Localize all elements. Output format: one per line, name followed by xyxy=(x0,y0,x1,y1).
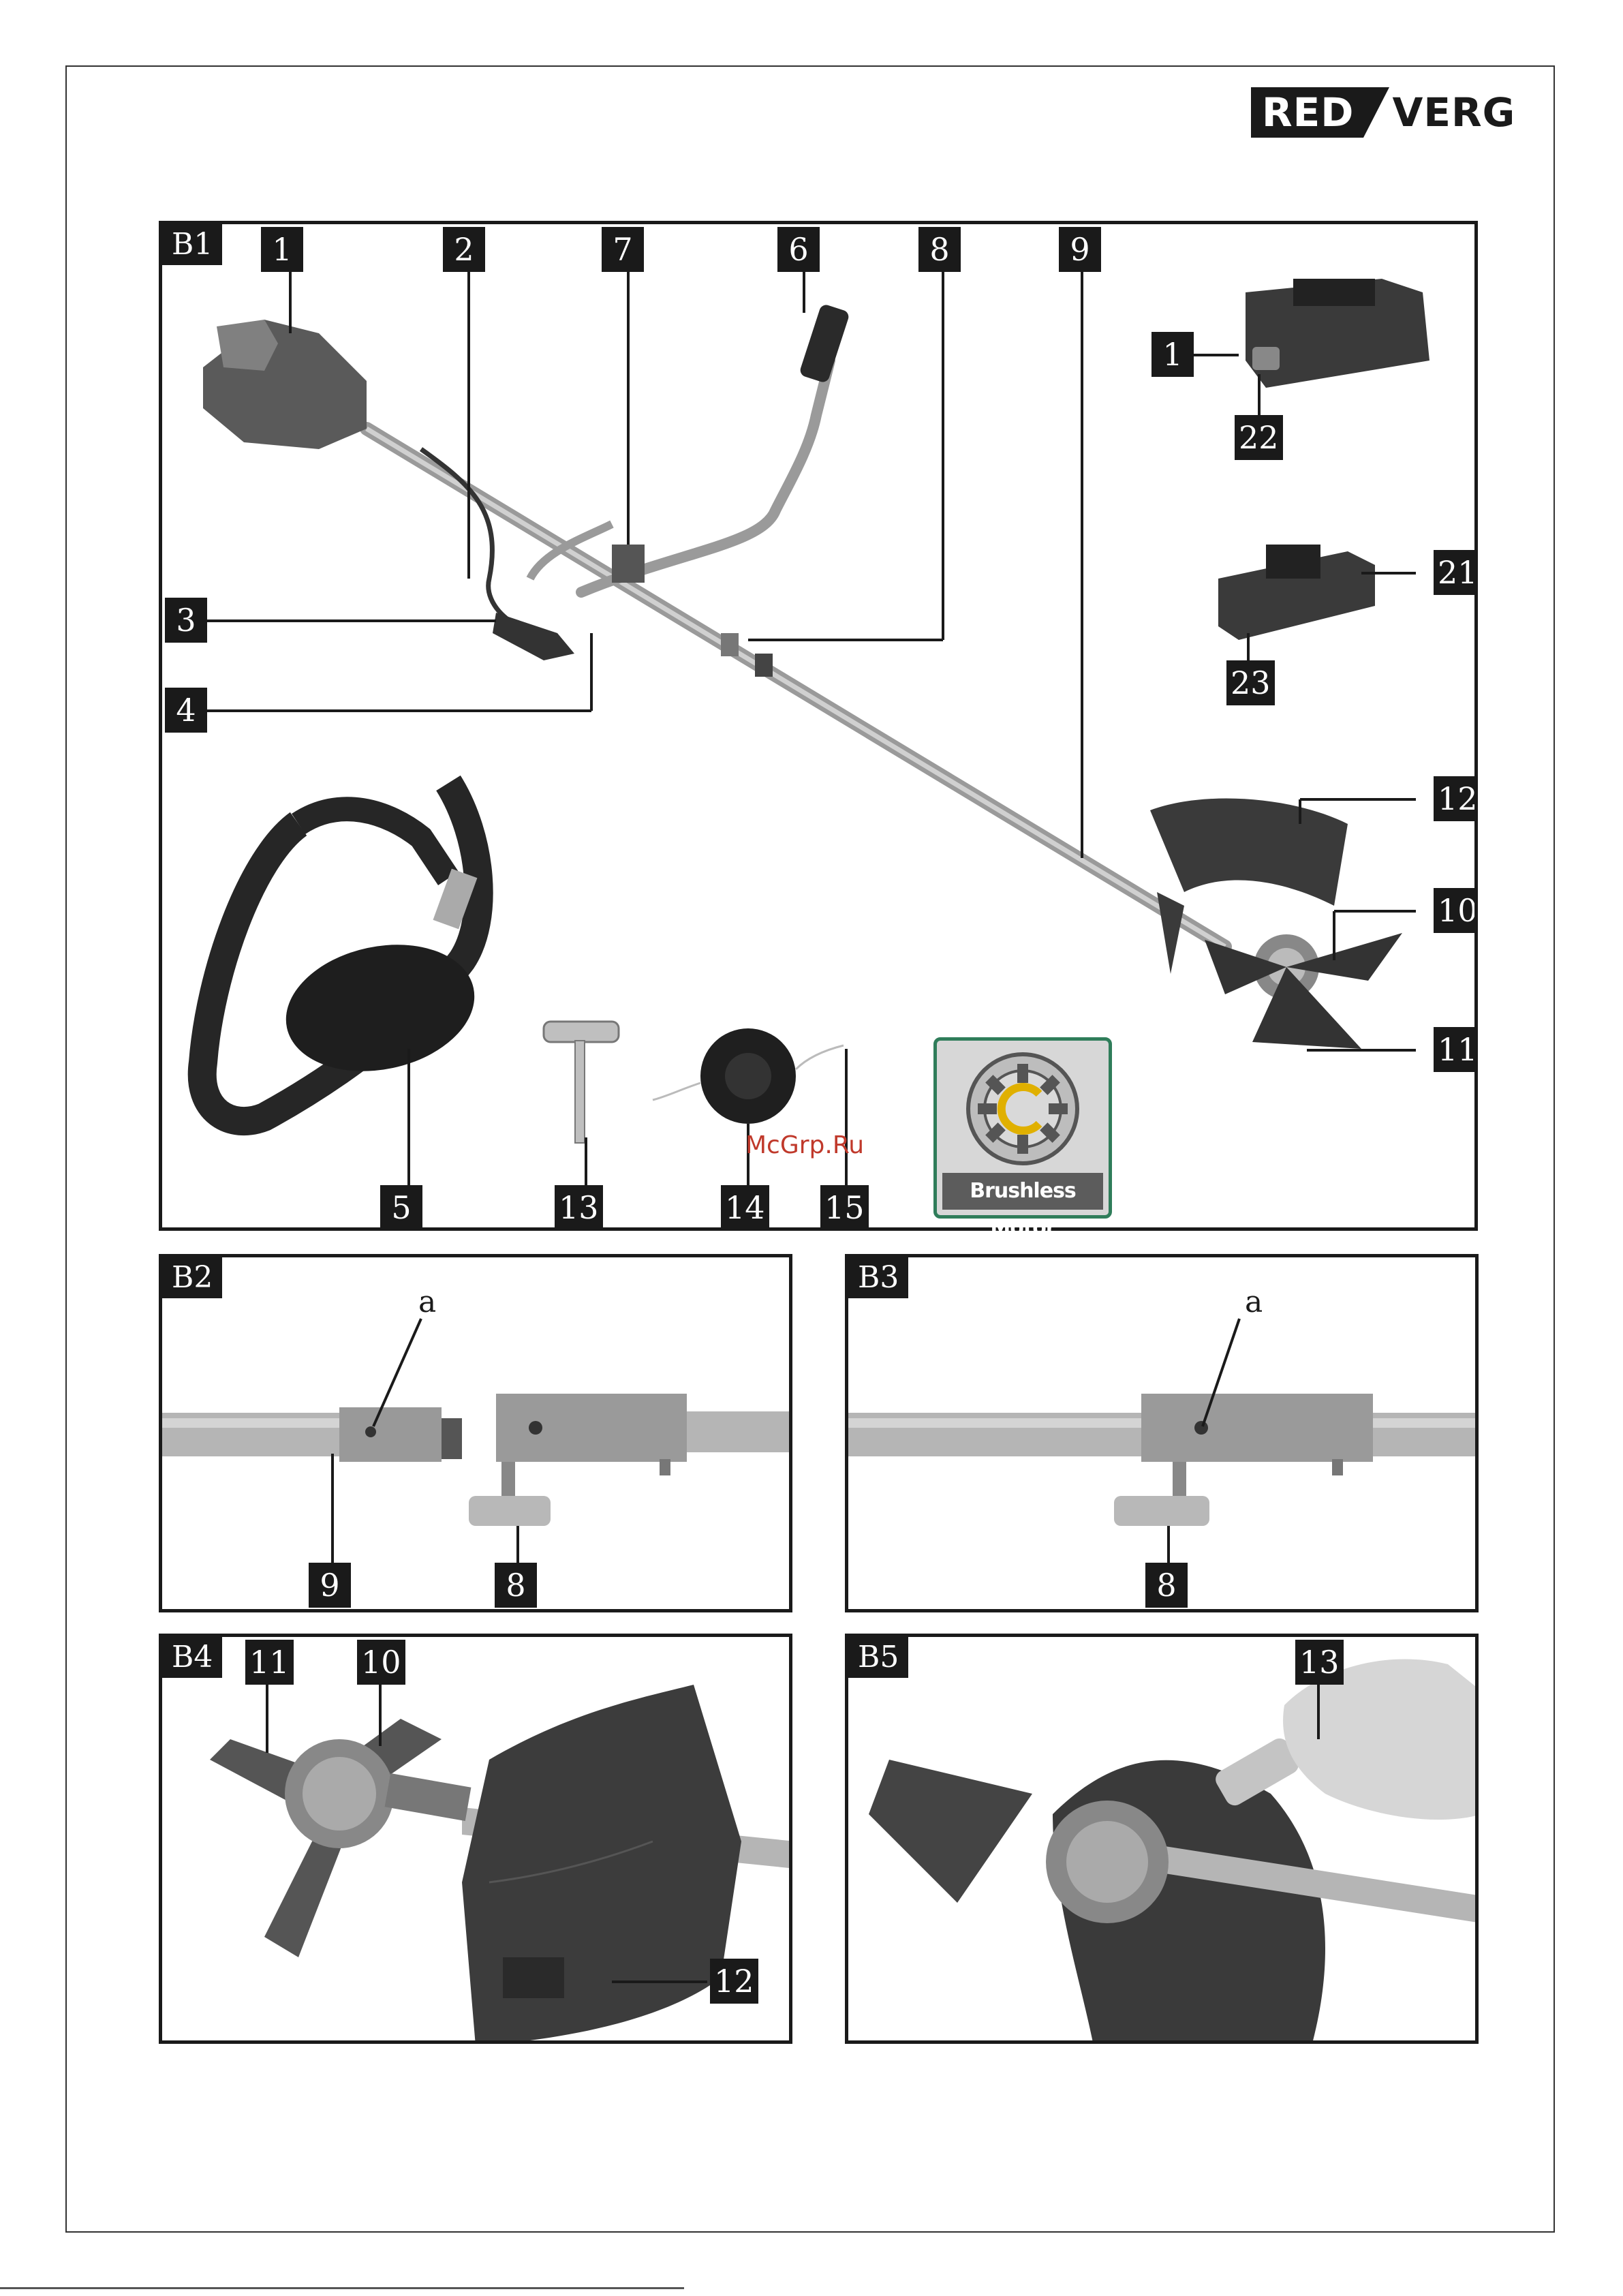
socket-wrench-head xyxy=(544,1022,619,1042)
callout-10: 10 xyxy=(1434,888,1478,933)
trimmer-line-right xyxy=(796,1045,844,1069)
footer-rule xyxy=(0,2287,684,2289)
panel-b3: B3 a 8 xyxy=(845,1254,1479,1612)
redverg-logo: RED VERG xyxy=(1251,87,1515,138)
trimmer-overview-illustration xyxy=(162,224,1478,1231)
callout-15: 15 xyxy=(820,1185,869,1230)
locking-knob xyxy=(1114,1496,1209,1526)
blade-guard xyxy=(1150,799,1348,906)
label-a: a xyxy=(418,1285,436,1319)
panel-b1: B1 1 2 7 6 8 9 3 4 5 13 14 15 1 22 21 23… xyxy=(159,221,1478,1231)
logo-slant xyxy=(1363,87,1389,138)
callout-5: 5 xyxy=(380,1185,422,1230)
brushless-motor-label: Brushless Motor xyxy=(942,1173,1103,1210)
watermark-text: McGrp.Ru xyxy=(745,1131,864,1159)
callout-8: 8 xyxy=(1145,1563,1188,1608)
trigger-handle xyxy=(493,613,574,660)
panel-b5: B5 13 xyxy=(845,1634,1479,2044)
callout-13: 13 xyxy=(555,1185,603,1230)
panel-tag-b2: B2 xyxy=(162,1257,222,1298)
brushless-motor-badge: Brushless Motor xyxy=(933,1037,1112,1219)
callout-1: 1 xyxy=(261,227,303,272)
blade-guard-illustration xyxy=(162,1637,792,2044)
label-a: a xyxy=(1245,1285,1263,1319)
callout-23: 23 xyxy=(1226,660,1275,705)
coupling-sleeve xyxy=(496,1394,687,1462)
locking-knob xyxy=(469,1496,551,1526)
socket-wrench-handle xyxy=(575,1041,585,1143)
trimmer-line-left xyxy=(653,1083,700,1100)
callout-9: 9 xyxy=(309,1563,351,1608)
upper-shaft xyxy=(687,1411,792,1452)
wrench-tightening-illustration xyxy=(848,1637,1479,2044)
callout-2: 2 xyxy=(443,227,485,272)
handle-grip xyxy=(799,303,850,384)
callout-11: 11 xyxy=(245,1640,294,1685)
brushless-motor-icon xyxy=(937,1043,1109,1173)
handlebar-clamp xyxy=(612,545,645,583)
callout-7: 7 xyxy=(602,227,644,272)
shaft-separated-illustration xyxy=(162,1257,792,1612)
callout-14: 14 xyxy=(721,1185,769,1230)
callout-13: 13 xyxy=(1295,1640,1344,1685)
logo-verg-text: VERG xyxy=(1389,87,1515,138)
shaft-assembled-illustration xyxy=(848,1257,1479,1612)
panel-b2: B2 a 9 8 xyxy=(159,1254,792,1612)
panel-tag-b1: B1 xyxy=(162,224,222,265)
callout-8: 8 xyxy=(495,1563,537,1608)
callout-12: 12 xyxy=(1434,776,1478,821)
panel-b4: B4 11 10 12 xyxy=(159,1634,792,2044)
callout-battery-1: 1 xyxy=(1151,332,1194,377)
panel-tag-b3: B3 xyxy=(848,1257,908,1298)
panel-tag-b4: B4 xyxy=(162,1637,222,1678)
panel-tag-b5: B5 xyxy=(848,1637,908,1678)
callout-8: 8 xyxy=(918,227,961,272)
callout-21: 21 xyxy=(1434,550,1478,595)
callout-10: 10 xyxy=(357,1640,405,1685)
callout-12: 12 xyxy=(710,1959,758,2004)
callout-4: 4 xyxy=(165,688,207,733)
logo-red-block: RED xyxy=(1251,87,1363,138)
shaft-coupling-knob xyxy=(755,654,773,677)
callout-3: 3 xyxy=(165,598,207,643)
callout-22: 22 xyxy=(1235,415,1283,460)
blade xyxy=(869,1760,1032,1903)
callout-9: 9 xyxy=(1059,227,1101,272)
coupling-sleeve xyxy=(1141,1394,1373,1462)
callout-11: 11 xyxy=(1434,1027,1478,1072)
callout-6: 6 xyxy=(777,227,820,272)
